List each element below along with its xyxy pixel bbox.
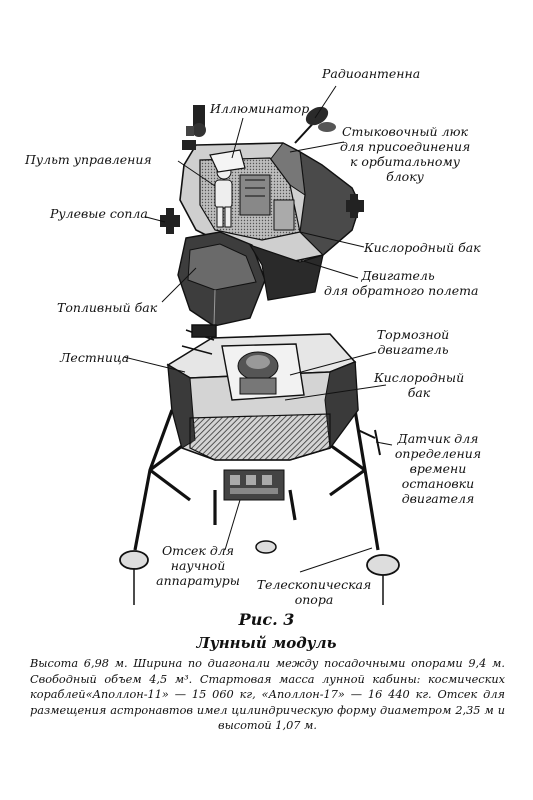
radio-antenna-dish — [294, 106, 336, 144]
ladder — [181, 324, 217, 355]
window-pane — [209, 149, 246, 173]
label-science-bay: Отсек для научной аппаратуры — [156, 543, 240, 588]
science-equipment-bay — [223, 469, 285, 501]
figure-number: Рис. 3 — [238, 610, 295, 629]
figure-title: Лунный модуль — [196, 634, 337, 652]
rcs-thruster-right — [346, 194, 364, 218]
label-descent-engine: Тормозной двигатель — [376, 327, 450, 357]
rcs-thruster-top-left — [182, 140, 196, 150]
label-radio-antenna: Радиоантенна — [322, 66, 421, 81]
label-window: Иллюминатор — [210, 101, 310, 116]
footpad-left — [119, 550, 149, 570]
label-cutoff-sensor: Датчик для определения времени остановки… — [394, 431, 482, 506]
leader-lines — [123, 85, 393, 573]
label-fuel-tank: Топливный бак — [57, 300, 158, 315]
label-control-panel: Пульт управления — [25, 152, 152, 167]
label-docking-hatch: Стыковочный люк для присоединения к орби… — [340, 124, 471, 184]
rendezvous-antenna — [186, 105, 206, 137]
ascent-stage — [160, 105, 364, 327]
label-oxygen-tank-top: Кислородный бак — [364, 240, 481, 255]
lunar-module-illustration — [119, 85, 400, 605]
descent-stage — [119, 324, 400, 605]
rcs-thruster-left — [160, 208, 180, 234]
label-ladder: Лестница — [60, 350, 130, 365]
label-telescopic-leg: Телескопическая опора — [256, 577, 372, 607]
astronaut-figure — [214, 164, 233, 228]
label-ascent-engine: Двигатель для обратного полета — [324, 268, 479, 298]
figure-caption: Высота 6,98 м. Ширина по диагонали между… — [30, 657, 505, 733]
footpad-right — [366, 554, 400, 576]
label-oxygen-tank-bottom: Кислородный бак — [374, 370, 465, 400]
label-rcs-nozzles: Рулевые сопла — [50, 206, 148, 221]
